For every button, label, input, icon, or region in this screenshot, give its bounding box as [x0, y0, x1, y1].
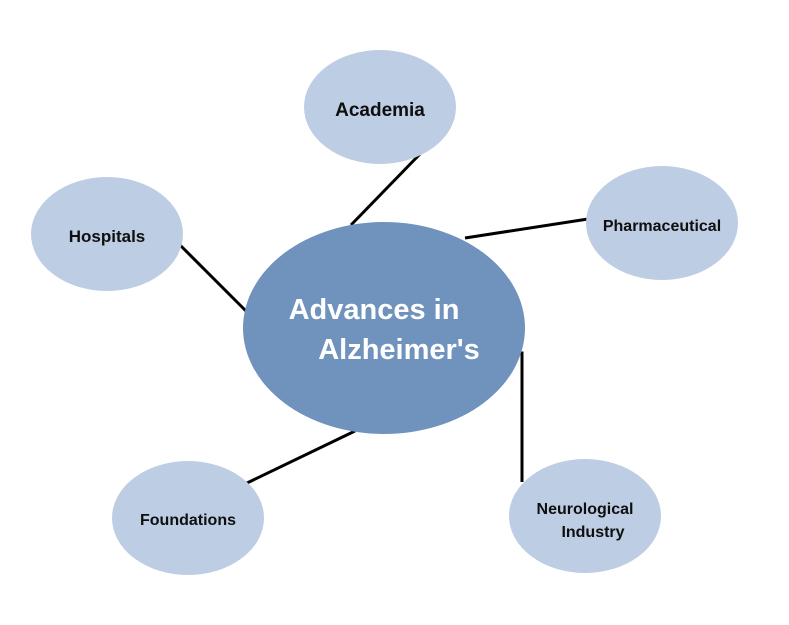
- node-neurological-industry: Neurological Industry: [509, 459, 661, 573]
- center-node-shape: [243, 222, 525, 434]
- connector-pharmaceutical: [464, 217, 589, 240]
- node-hospitals-shape: [31, 177, 183, 291]
- node-hospitals: Hospitals: [31, 177, 183, 291]
- connector-neurological-industry: [520, 351, 524, 482]
- node-foundations: Foundations: [112, 461, 264, 575]
- node-foundations-label: Foundations: [140, 512, 236, 529]
- node-pharmaceutical-label: Pharmaceutical: [603, 218, 721, 235]
- connector-hospitals: [176, 241, 249, 314]
- center-node: Advances in Alzheimer's: [243, 222, 525, 434]
- node-academia-label: Academia: [335, 100, 425, 121]
- node-neurological-industry-label-line2: Industry: [561, 524, 624, 541]
- center-title-line2: Alzheimer's: [318, 334, 480, 366]
- node-pharmaceutical-shape: [586, 166, 738, 280]
- center-title-line1: Advances in: [289, 294, 460, 326]
- node-academia-shape: [304, 50, 456, 164]
- node-pharmaceutical: Pharmaceutical: [586, 166, 738, 280]
- node-hospitals-label: Hospitals: [69, 227, 146, 246]
- node-neurological-industry-shape: [509, 459, 661, 573]
- node-neurological-industry-label-line1: Neurological: [537, 501, 634, 518]
- node-foundations-shape: [112, 461, 264, 575]
- connector-academia: [349, 152, 422, 227]
- connector-foundations: [246, 429, 356, 485]
- node-academia: Academia: [304, 50, 456, 164]
